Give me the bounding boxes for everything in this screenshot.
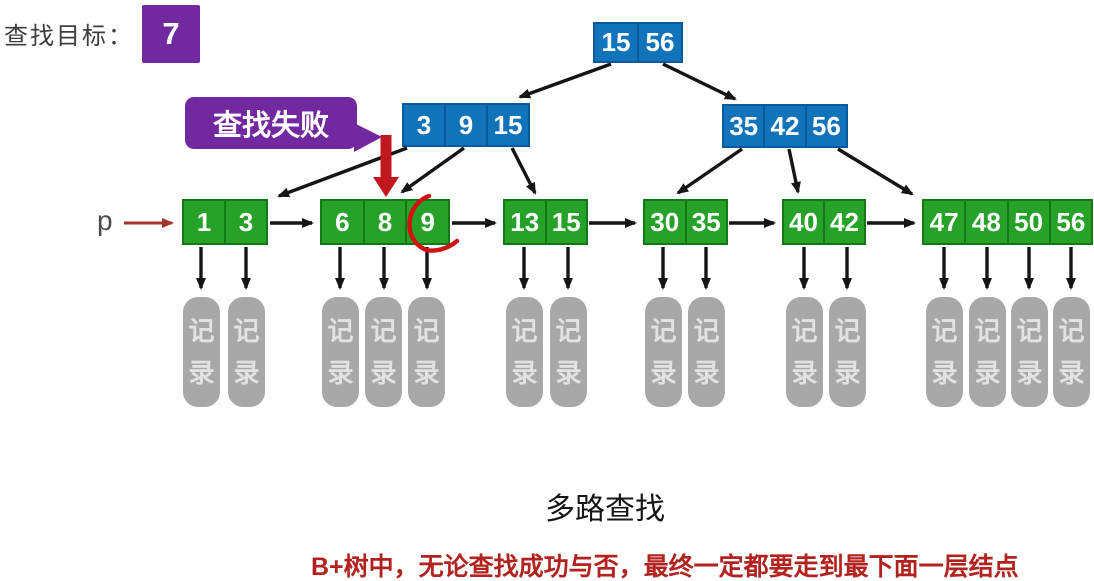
key-cell: 56 <box>637 24 681 61</box>
key-cell: 13 <box>510 206 540 237</box>
edge-internal-to-leaf-30-35 <box>676 147 743 195</box>
key-cell: 9 <box>405 201 448 243</box>
search-fail-callout: 查找失败 <box>185 97 357 149</box>
record-box: 记录 <box>506 297 543 407</box>
leaf-node-30-35: 30 35 <box>643 199 728 245</box>
bottom-note: B+树中，无论查找成功与否，最终一定都要走到最下面一层结点 <box>311 553 1019 581</box>
record-box: 记录 <box>1053 297 1090 407</box>
callout-tail <box>354 123 382 152</box>
key-cell: 42 <box>823 201 864 243</box>
record-box: 记录 <box>408 297 445 407</box>
key-cell: 35 <box>729 110 759 141</box>
record-box: 记录 <box>969 297 1006 407</box>
leaf-node-40-42: 40 42 <box>782 199 866 245</box>
search-target-label: 查找目标： <box>4 23 134 50</box>
record-box: 记录 <box>1011 297 1048 407</box>
key-cell: 47 <box>929 206 959 237</box>
pointer-p-label: p <box>97 205 113 236</box>
key-cell: 35 <box>684 201 727 243</box>
record-box: 记录 <box>550 297 587 407</box>
key-cell: 56 <box>1048 201 1091 243</box>
key-cell: 1 <box>196 206 212 237</box>
search-target-value-box: 7 <box>142 5 200 63</box>
edge-internal-to-leaf-6-8-9 <box>400 146 465 194</box>
internal-node-left: 3 9 15 <box>402 103 530 147</box>
key-cell: 40 <box>789 206 818 237</box>
key-cell: 9 <box>444 105 486 145</box>
key-cell: 15 <box>486 105 528 145</box>
key-cell: 56 <box>804 106 846 146</box>
key-cell: 48 <box>964 201 1006 243</box>
record-box: 记录 <box>645 297 682 407</box>
edge-root-to-left-internal <box>518 62 612 99</box>
slide-caption: 多路查找 <box>545 493 665 526</box>
key-cell: 3 <box>416 109 432 140</box>
record-box: 记录 <box>322 297 359 407</box>
leaf-node-1-3: 1 3 <box>182 199 268 245</box>
record-box: 记录 <box>688 297 725 407</box>
record-edges <box>196 247 1076 290</box>
key-cell: 42 <box>763 106 804 146</box>
edge-root-to-right-internal <box>662 62 737 101</box>
key-cell: 50 <box>1006 201 1049 243</box>
edge-internal-to-leaf-13-15 <box>510 147 537 195</box>
leaf-node-13-15: 13 15 <box>503 199 588 245</box>
record-box: 记录 <box>365 297 402 407</box>
edge-internal-to-leaf-1-3 <box>277 146 408 198</box>
key-cell: 6 <box>335 206 350 237</box>
edge-internal-to-leaf-47 <box>837 147 914 196</box>
internal-node-right: 35 42 56 <box>722 104 848 148</box>
fail-arrow-head <box>373 177 399 197</box>
key-cell: 30 <box>650 206 680 237</box>
key-cell: 15 <box>544 201 587 243</box>
fail-arrow <box>373 135 399 197</box>
key-cell: 3 <box>224 201 266 243</box>
key-cell: 8 <box>362 201 406 243</box>
record-box: 记录 <box>228 297 265 407</box>
record-box: 记录 <box>926 297 963 407</box>
record-box: 记录 <box>183 297 220 407</box>
key-cell: 15 <box>601 27 631 57</box>
record-box: 记录 <box>829 297 866 407</box>
root-node: 15 56 <box>593 22 683 63</box>
leaf-node-47-48-50-56: 47 48 50 56 <box>922 199 1093 245</box>
leaf-node-6-8-9: 6 8 9 <box>320 199 450 245</box>
record-box: 记录 <box>786 297 823 407</box>
edge-internal-to-leaf-40-42 <box>787 148 801 194</box>
